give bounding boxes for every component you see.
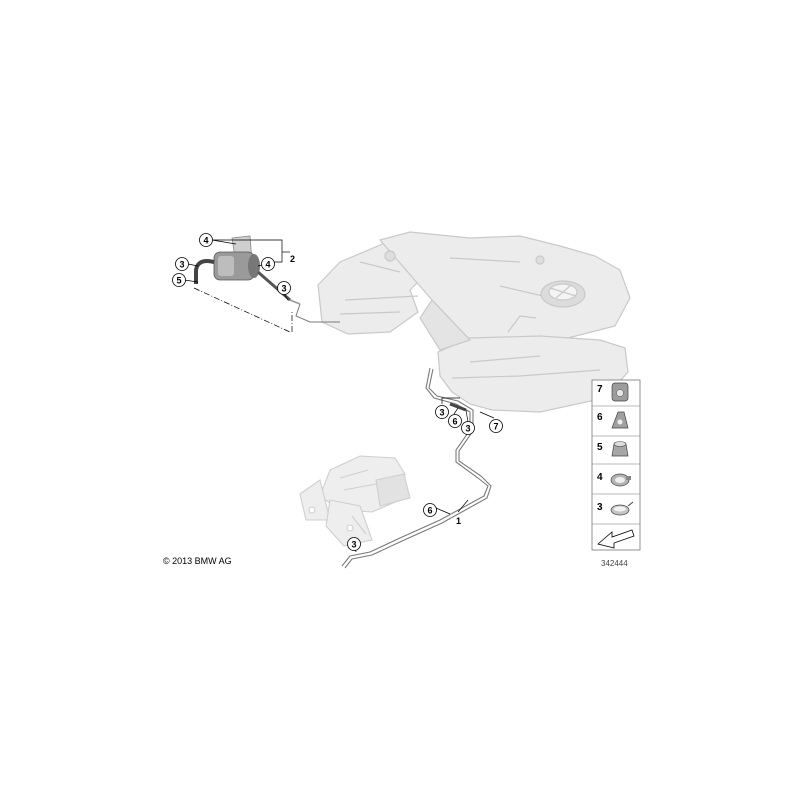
callout-3-line-right: 3 (461, 421, 475, 435)
legend-num-5: 5 (597, 442, 603, 453)
mounting-bracket-illustration (299, 455, 411, 547)
svg-text:3: 3 (351, 539, 356, 549)
svg-text:3: 3 (439, 407, 444, 417)
svg-text:6: 6 (427, 505, 432, 515)
legend-num-6: 6 (597, 412, 603, 423)
svg-text:7: 7 (493, 421, 498, 431)
callout-3-pump-outlet: 3 (277, 281, 291, 295)
svg-text:3: 3 (179, 259, 184, 269)
fuel-line (341, 367, 492, 569)
callout-2: 2 (290, 254, 295, 264)
svg-text:6: 6 (452, 416, 457, 426)
svg-text:1: 1 (456, 516, 461, 526)
leader-lines (183, 239, 495, 553)
diagram-id: 342444 (601, 559, 628, 568)
copyright-notice: © 2013 BMW AG (163, 556, 232, 566)
vent-hose (295, 303, 340, 323)
pump-assembly-illustration (194, 235, 301, 305)
svg-text:5: 5 (176, 275, 181, 285)
holder-icon (611, 411, 629, 429)
callout-6-line-lower: 6 (423, 503, 437, 517)
callout-7-line: 7 (489, 419, 503, 433)
svg-text:3: 3 (465, 423, 470, 433)
grommet-icon (611, 441, 629, 457)
callout-3-pump-left: 3 (175, 257, 189, 271)
callout-1: 1 (456, 516, 461, 526)
svg-text:4: 4 (203, 235, 208, 245)
svg-text:2: 2 (290, 254, 295, 264)
spring-clamp-icon (610, 501, 634, 516)
callout-3-bracket: 3 (347, 537, 361, 551)
clip-icon (611, 382, 629, 402)
legend-num-3: 3 (597, 502, 603, 513)
callout-3-line-left: 3 (435, 405, 449, 419)
callout-5-pump-left: 5 (172, 273, 186, 287)
callout-4-pump-top: 4 (199, 233, 213, 247)
hose-clamp-icon (610, 473, 631, 487)
callout-6-line: 6 (448, 414, 462, 428)
legend-panel: 7 6 5 4 3 (591, 379, 641, 551)
callout-4-pump-right: 4 (261, 257, 275, 271)
svg-text:4: 4 (265, 259, 270, 269)
svg-text:3: 3 (281, 283, 286, 293)
legend-num-4: 4 (597, 472, 603, 483)
arrow-icon (597, 529, 635, 549)
legend-num-7: 7 (597, 384, 603, 395)
fuel-tank-illustration (317, 231, 631, 413)
